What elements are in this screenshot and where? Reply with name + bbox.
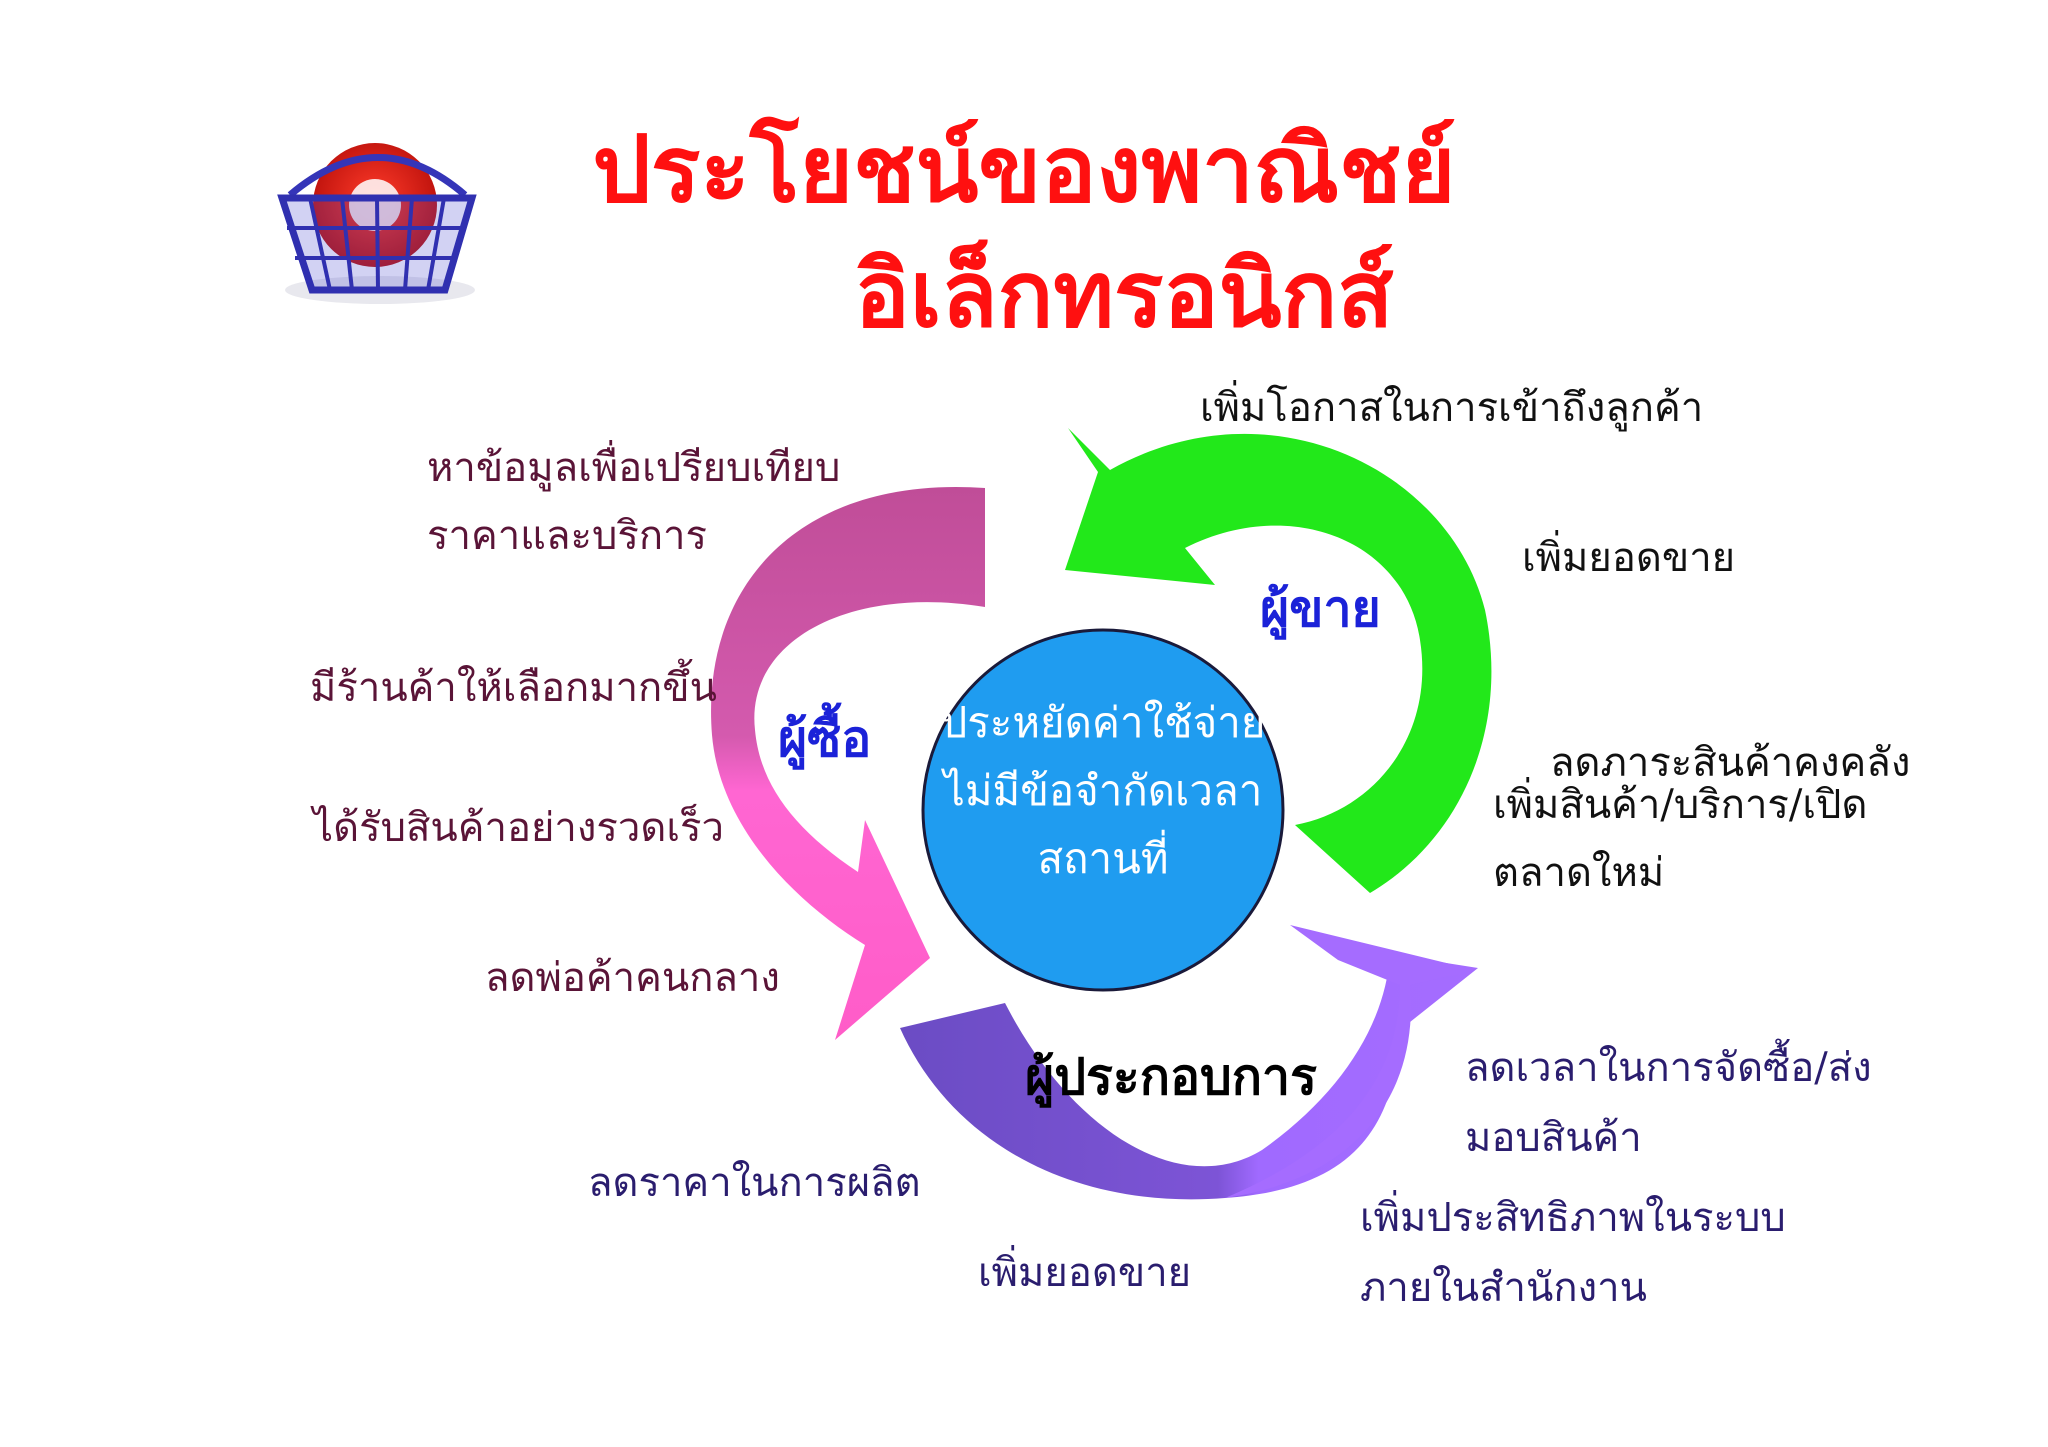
operator-benefit-office-efficiency-line1: เพิ่มประสิทธิภาพในระบบ: [1360, 1195, 1786, 1241]
seller-benefit-new-markets-line1: เพิ่มสินค้า/บริการ/เปิด: [1493, 782, 1868, 828]
seller-benefit-reach-customers: เพิ่มโอกาสในการเข้าถึงลูกค้า: [1200, 385, 1704, 431]
operator-benefit-procurement-time-line2: มอบสินค้า: [1465, 1115, 1642, 1161]
buyer-benefit-fast-delivery: ได้รับสินค้าอย่างรวดเร็ว: [313, 805, 724, 851]
page-title-line2: อิเล็กทรอนิกส์: [854, 240, 1394, 348]
shopping-basket-icon: [277, 143, 477, 304]
seller-benefit-reduce-inventory: ลดภาระสินค้าคงคลัง: [1550, 740, 1911, 786]
role-buyer-label: ผู้ซื้อ: [778, 709, 872, 768]
operator-benefit-increase-sales: เพิ่มยอดขาย: [978, 1250, 1192, 1296]
buyer-benefit-compare-line1: หาข้อมูลเพื่อเปรียบเทียบ: [427, 445, 841, 491]
buyer-benefit-compare-line2: ราคาและบริการ: [427, 513, 707, 559]
operator-benefit-lower-production-cost: ลดราคาในการผลิต: [588, 1160, 921, 1206]
buyer-benefit-no-middleman: ลดพ่อค้าคนกลาง: [485, 955, 780, 1001]
page-title-line1: ประโยชน์ของพาณิชย์: [592, 115, 1456, 223]
center-text-line3: สถานที่: [1037, 834, 1169, 883]
seller-benefit-increase-sales: เพิ่มยอดขาย: [1522, 535, 1736, 581]
center-text-line1: ประหยัดค่าใช้จ่าย: [940, 698, 1266, 747]
center-circle: [921, 628, 1285, 992]
buyer-benefit-more-shops: มีร้านค้าให้เลือกมากขึ้น: [310, 665, 717, 711]
role-operator-label: ผู้ประกอบการ: [1025, 1047, 1317, 1106]
center-text-line2: ไม่มีข้อจำกัดเวลา: [943, 766, 1263, 815]
operator-benefit-procurement-time-line1: ลดเวลาในการจัดซื้อ/ส่ง: [1465, 1045, 1872, 1091]
role-seller-label: ผู้ขาย: [1260, 579, 1381, 638]
operator-benefit-office-efficiency-line2: ภายในสำนักงาน: [1360, 1265, 1647, 1311]
seller-benefit-new-markets-line2: ตลาดใหม่: [1493, 850, 1665, 896]
